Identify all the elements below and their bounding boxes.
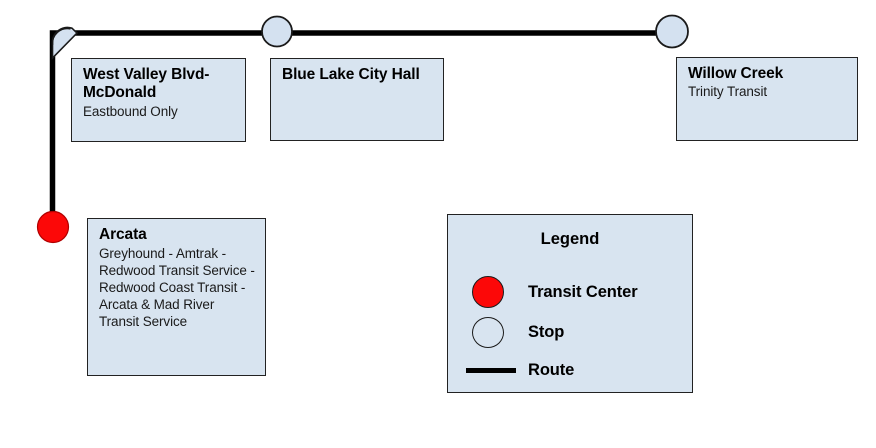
route-path-main[interactable] [49,30,658,227]
route-line-icon [460,350,528,390]
legend-item-label: Transit Center [528,282,638,301]
station-label-blue-lake[interactable]: Blue Lake City Hall [270,58,444,141]
transit-center-icon [460,272,528,312]
legend-panel: Legend Transit Center Stop Route [447,214,693,393]
station-node-blue-lake[interactable] [261,15,293,48]
station-label-willow-creek[interactable]: Willow Creek Trinity Transit [676,57,858,141]
station-name: West Valley Blvd-McDonald [83,66,210,102]
legend-item-route: Route [460,350,688,390]
legend-title: Legend [540,230,600,248]
station-name: Arcata [99,226,147,243]
route-line-group [49,30,658,227]
station-node-willow-creek[interactable] [655,14,689,49]
station-label-arcata[interactable]: Arcata Greyhound - Amtrak - Redwood Tran… [87,218,266,376]
stop-icon [460,312,528,352]
station-note: Eastbound Only [83,103,178,119]
legend-item-transit-center: Transit Center [460,272,688,312]
legend-item-stop: Stop [460,312,688,352]
west-valley-node-shape [51,26,79,60]
station-name: Willow Creek [688,65,784,82]
station-note: Trinity Transit [688,84,768,100]
station-note: Greyhound - Amtrak - Redwood Transit Ser… [99,246,255,330]
station-node-arcata-transit-center[interactable] [36,210,70,244]
west-valley-node-arc [51,27,71,46]
station-label-west-valley[interactable]: West Valley Blvd-McDonald Eastbound Only [71,58,246,142]
station-name: Blue Lake City Hall [282,66,420,83]
station-node-west-valley[interactable] [51,26,79,60]
legend-item-label: Route [528,360,575,379]
legend-item-label: Stop [528,322,565,341]
